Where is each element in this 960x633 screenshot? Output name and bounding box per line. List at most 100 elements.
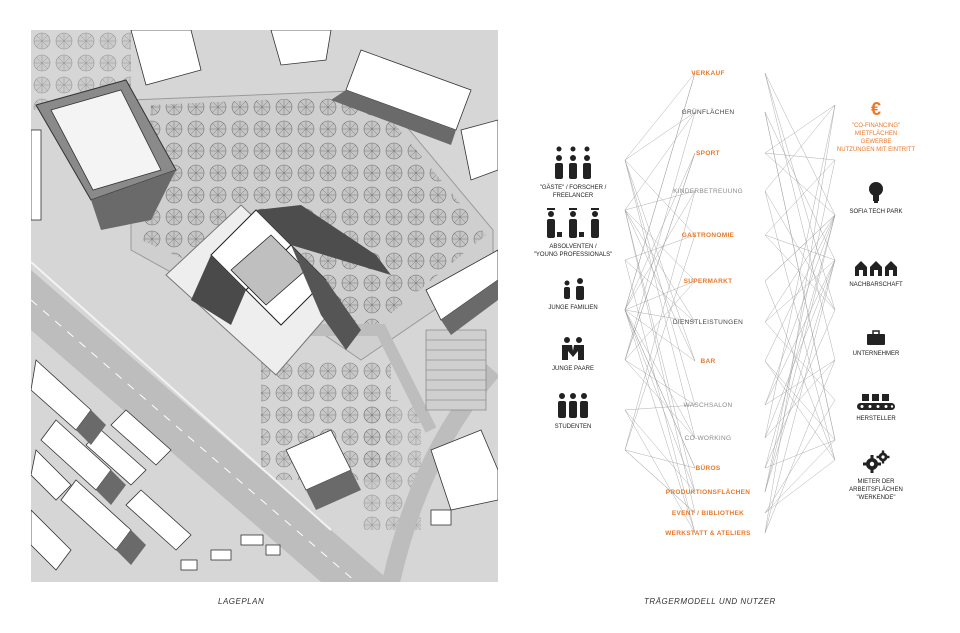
function-label: SPORT [696,150,720,157]
connection-line [764,259,836,493]
user-manufacturers: HERSTELLER [826,393,926,423]
connection-line [764,439,836,514]
user-label: "GÄSTE" / FORSCHER / FREELANCER [539,185,607,199]
connection-line [764,214,836,362]
function-label: GASTRONOMIE [681,232,735,239]
connection-line [764,104,836,439]
connection-line [764,159,836,236]
user-label: ABSOLVENTEN / "YOUNG PROFESSIONALS" [533,244,613,258]
network-lines [624,72,836,534]
function-label: PRODUKTIONSFLÄCHEN [665,489,751,496]
connection-line [764,234,836,311]
user-families: JUNGE FAMILIEN [523,278,623,312]
function-label: BAR [700,358,716,365]
diagram-caption: TRÄGERMODELL UND NUTZER [644,597,776,606]
connection-line [624,72,696,161]
connection-line [764,321,836,401]
svg-text:€: € [871,100,881,118]
user-label: UNTERNEHMER [852,351,900,357]
connection-line [624,409,696,493]
connection-line [624,309,696,469]
connection-line [624,359,696,439]
connection-line [624,159,696,439]
houses-icon [855,261,897,276]
user-label: NACHBARSCHAFT [849,282,903,288]
function-label: DIENSTLEISTUNGEN [672,319,744,326]
connection-line [624,449,696,469]
connection-line [624,409,696,534]
connection-line [624,159,696,362]
connection-line [624,259,696,323]
connection-line [624,152,696,311]
briefcase-icon [867,330,885,345]
connection-line [624,152,696,361]
user-tech-park: SOFIA TECH PARK [826,180,926,216]
connection-line [764,111,836,441]
connection-line [624,190,696,311]
connection-line [764,104,836,192]
connection-line [624,309,696,439]
connection-line [764,309,836,469]
gears-icon [863,450,890,473]
connection-line [624,111,696,161]
connection-line [764,72,836,361]
user-workspace-tenants: MIETER DER ARBEITSFLÄCHEN "WERKENDE" [826,450,926,502]
user-neighbourhood: NACHBARSCHAFT [826,259,926,289]
user-guests: "GÄSTE" / FORSCHER / FREELANCER [523,146,623,200]
site-plan [31,30,498,582]
user-label: JUNGE PAARE [552,366,594,372]
connection-line [624,259,696,534]
connection-line [764,259,836,439]
function-label: SUPERMARKT [683,278,733,285]
conveyor-icon [857,394,895,410]
connection-line [624,404,696,411]
connection-line [764,104,836,534]
connection-line [764,359,836,534]
connection-line [764,72,836,216]
connection-line [624,309,696,323]
connection-line [624,209,696,362]
connection-line [764,359,836,406]
user-label: HERSTELLER [856,416,896,422]
connection-line [764,214,836,469]
function-label: CO-WORKING [684,435,732,442]
connection-line [624,449,696,514]
user-label: STUDENTEN [554,424,592,430]
user-entrepreneurs: UNTERNEHMER [826,330,926,358]
connection-line [764,214,836,323]
connection-line [764,152,836,216]
user-label: MIETER DER ARBEITSFLÄCHEN "WERKENDE" [849,479,903,501]
connection-line [624,234,696,261]
connection-line [624,309,696,534]
user-cofinancing: € "CO-FINANCING" MIETFLÄCHEN GEWERBE NUT… [826,100,926,154]
three-students-icon [558,393,588,418]
connection-line [624,159,696,406]
user-couples: JUNGE PAARE [523,337,623,373]
user-label: JUNGE FAMILIEN [548,305,598,311]
connection-line [764,360,836,461]
connection-line [764,259,836,534]
connection-line [764,280,836,461]
connection-line [764,360,836,441]
function-label: GRÜNFLÄCHEN [681,109,735,116]
couple-icon [562,337,584,360]
connection-line [764,214,836,406]
connection-line [764,214,836,282]
connection-line [764,152,836,161]
connection-line [624,234,696,451]
connection-line [764,359,836,439]
function-label: WERKSTATT & ATELIERS [665,530,751,537]
connection-line [764,439,836,469]
lightbulb-icon [869,182,883,203]
connection-line [624,159,696,236]
function-label: WASCHSALON [683,402,733,409]
connection-line [764,259,836,323]
function-label: EVENT / BIBLIOTHEK [671,510,745,517]
connection-line [624,209,696,514]
euro-icon: € [871,100,881,118]
connection-line [764,234,836,261]
connection-line [624,359,696,406]
connection-line [764,399,836,514]
connection-line [624,209,696,282]
user-label: "CO-FINANCING" MIETFLÄCHEN GEWERBE NUTZU… [836,123,916,153]
